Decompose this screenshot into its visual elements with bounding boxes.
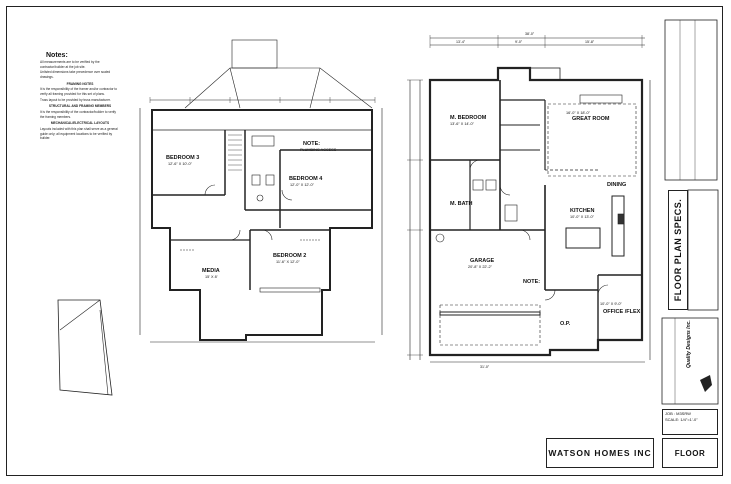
room-label-bedroom-3: BEDROOM 3 — [166, 155, 199, 161]
main-top-dim-3: 15'-8" — [585, 40, 595, 44]
note-line: Unlisted dimensions take precedence over… — [40, 70, 111, 79]
room-size-garage: 20'-8" X 22'-2" — [468, 265, 493, 269]
sheet-name-box: FLOOR — [662, 438, 718, 468]
note-line: All measurements are to be verified by t… — [40, 60, 100, 69]
upper-note-sub: PLUMBING ACCESS — [300, 148, 337, 152]
room-size-bedroom-3: 12'-6" X 10'-0" — [168, 162, 193, 166]
main-top-dim-2: 9'-0" — [515, 40, 523, 44]
note-heading: FRAMING NOTES — [66, 81, 94, 86]
notes-title: Notes: — [46, 52, 68, 59]
room-label-kitchen: KITCHEN — [570, 208, 594, 214]
room-label-m-bedroom: M. BEDROOM — [450, 115, 487, 121]
scale-label: SCALE: 1/4"=1'-0" — [665, 416, 698, 422]
room-label-media: MEDIA — [202, 268, 220, 274]
note-heading: MECHANICAL/ELECTRICAL LAYOUTS — [50, 121, 110, 126]
room-label-bedroom-4: BEDROOM 4 — [289, 176, 323, 182]
job-info-box: JOB : M3SRW SCALE: 1/4"=1'-0" — [662, 409, 718, 435]
room-label-dining: DINING — [607, 182, 626, 188]
main-note-label: NOTE: — [523, 279, 540, 285]
floor-plan-specs-title: FLOOR PLAN SPECS. — [668, 190, 688, 310]
job-label: JOB : M3SRW — [665, 411, 691, 416]
main-top-dim-overall: 38'-0" — [525, 32, 535, 36]
room-size-bedroom-4: 12'-0" X 12'-0" — [290, 183, 315, 187]
upper-floor-outline — [151, 109, 373, 341]
drawing-sheet-border — [6, 6, 723, 476]
main-top-dim-1: 13'-4" — [456, 40, 466, 44]
note-line: It is the responsibility of the contract… — [40, 110, 117, 119]
note-line: It is the responsibility of the framer a… — [40, 87, 118, 96]
main-bottom-dim: 31'-0" — [480, 365, 490, 369]
room-label-great-room: GREAT ROOM — [572, 116, 610, 122]
notes-block: All measurements are to be verified by t… — [40, 60, 120, 142]
main-floor-outline — [428, 66, 644, 357]
room-size-m-bedroom: 13'-6" X 14'-0" — [450, 122, 475, 126]
note-line: Truss layout to be provided by truss man… — [40, 97, 111, 102]
room-size-office-flex: 10'-0" X 9'-0" — [600, 302, 623, 306]
upper-roof-dormer — [231, 39, 278, 69]
room-label-garage: GARAGE — [470, 258, 494, 264]
floor-plan-specs-label: FLOOR PLAN SPECS. — [673, 198, 683, 302]
note-line: Layouts included with this plan shall se… — [40, 127, 118, 141]
room-size-kitchen: 10'-0" X 13'-0" — [570, 215, 595, 219]
room-size-media: 15' X 8' — [205, 275, 218, 279]
room-label-bedroom-2: BEDROOM 2 — [273, 253, 306, 259]
upper-note-label: NOTE: — [303, 141, 320, 147]
room-label-office-flex: OFFICE /FLEX — [603, 309, 641, 315]
room-size-bedroom-2: 11'-6" X 12'-0" — [276, 260, 300, 264]
room-size-great-room: 16'-0" X 18'-0" — [566, 111, 591, 115]
note-heading: STRUCTURAL AND FRAMING MEMBERS — [48, 104, 112, 109]
company-name: Quality Designs Inc. — [686, 320, 692, 368]
room-label-op: O.P. — [560, 321, 571, 327]
builder-title-box: WATSON HOMES INC — [546, 438, 654, 468]
room-label-m-bath: M. BATH — [450, 201, 473, 207]
